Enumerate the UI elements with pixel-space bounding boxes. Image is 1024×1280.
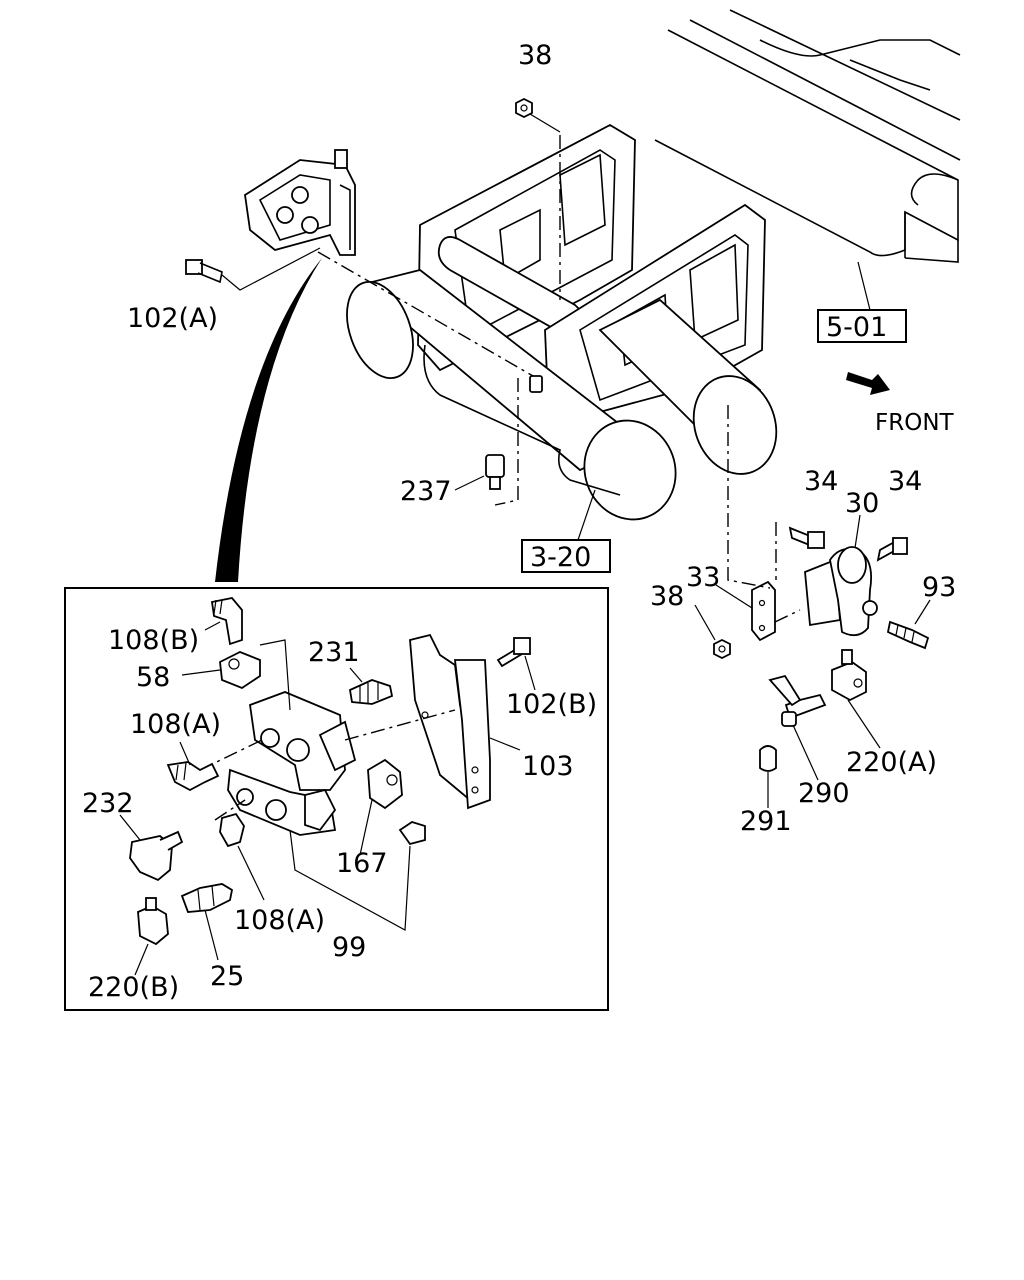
leader-290: [792, 724, 819, 781]
label-103: 103: [522, 751, 574, 782]
label-5-01: 5-01: [826, 312, 887, 343]
leader-108a-bottom: [237, 845, 265, 901]
valve-30: [804, 546, 878, 637]
front-arrow-icon: [846, 372, 890, 395]
elbow-108a-top: [166, 761, 220, 792]
leader-38-right: [694, 604, 716, 641]
leader-5-01: [857, 261, 871, 311]
leader-108a-top: [179, 741, 191, 766]
leader-220a: [847, 699, 881, 749]
label-108b: 108(B): [108, 625, 199, 656]
leader-220b: [134, 943, 149, 976]
label-108a-top: 108(A): [130, 709, 221, 740]
leader-30: [854, 514, 861, 549]
leader-167: [359, 799, 373, 856]
frame-rail: [654, 9, 961, 263]
leader-102b: [524, 655, 536, 691]
air-tank-left: [346, 269, 677, 521]
leader-detail-dashdot-2: [199, 739, 263, 771]
relay-valve-body: [227, 691, 357, 836]
label-58: 58: [136, 662, 170, 693]
label-33: 33: [686, 562, 720, 593]
elbow-220b: [137, 897, 169, 946]
nut-38-top: [515, 97, 533, 119]
nut-38-right: [713, 638, 731, 660]
zoom-leader: [215, 258, 322, 582]
tank-strap: [423, 344, 621, 496]
leader-detail-bracket-1: [259, 639, 291, 711]
leader-93: [914, 599, 931, 625]
label-30: 30: [845, 488, 879, 519]
label-25: 25: [210, 961, 244, 992]
connector-231: [348, 679, 394, 705]
label-290: 290: [798, 778, 850, 809]
bracket-33: [751, 580, 776, 642]
sensor-167: [367, 758, 403, 810]
label-232: 232: [82, 788, 134, 819]
elbow-58: [219, 651, 261, 690]
label-34-left: 34: [804, 466, 838, 497]
leader-99: [289, 829, 411, 931]
label-220a: 220(A): [846, 747, 937, 778]
leader-58: [181, 669, 221, 676]
mounting-bracket-rear: [417, 123, 636, 372]
leader-dashdot-1: [317, 251, 541, 381]
elbow-108b: [210, 597, 243, 646]
leader-detail-dashdot-3: [214, 799, 246, 821]
label-108a-bottom: 108(A): [234, 905, 325, 936]
leader-231: [349, 667, 363, 683]
label-38-right: 38: [650, 581, 684, 612]
air-tank-right: [598, 298, 778, 475]
leader-25: [204, 909, 219, 961]
tee-232: [129, 830, 184, 882]
bolt-34-left: [788, 526, 825, 549]
label-220b: 220(B): [88, 972, 179, 1003]
ref-box-5-01: [817, 309, 907, 343]
label-3-20: 3-20: [530, 542, 591, 573]
bracket-103: [409, 633, 491, 810]
tee-220a: [831, 649, 867, 702]
elbow-108a-bottom: [219, 812, 245, 848]
label-102a-top: 102(A): [127, 303, 218, 334]
label-102b: 102(B): [506, 689, 597, 720]
label-231: 231: [308, 637, 360, 668]
label-38-top: 38: [518, 40, 552, 71]
label-237: 237: [400, 476, 452, 507]
screw-small: [398, 821, 426, 846]
leader-33: [715, 584, 753, 609]
label-291: 291: [740, 806, 792, 837]
leader-3-20: [577, 489, 596, 541]
leader-108b: [204, 621, 221, 631]
label-front: FRONT: [875, 410, 955, 436]
leader-bracket-vertical: [727, 405, 771, 589]
fitting-93: [886, 620, 930, 650]
bolt-102b: [496, 637, 531, 668]
drain-valve-290: [768, 674, 827, 727]
label-167: 167: [336, 848, 388, 879]
leader-103: [489, 737, 521, 751]
leader-102a-top: [221, 247, 321, 291]
plug-237: [454, 375, 543, 506]
label-34-right: 34: [888, 466, 922, 497]
valve-assembly-small: [244, 149, 356, 256]
switch-25: [180, 883, 234, 913]
bolt-34-right: [876, 537, 908, 562]
cap-291: [759, 745, 777, 772]
leader-bracket-33: [774, 609, 801, 623]
bolt-102a-top: [185, 259, 223, 284]
ref-box-3-20: [521, 539, 611, 573]
leader-232: [119, 814, 141, 841]
label-99: 99: [332, 932, 366, 963]
leader-detail-dashdot-1: [344, 709, 456, 741]
label-93: 93: [922, 572, 956, 603]
